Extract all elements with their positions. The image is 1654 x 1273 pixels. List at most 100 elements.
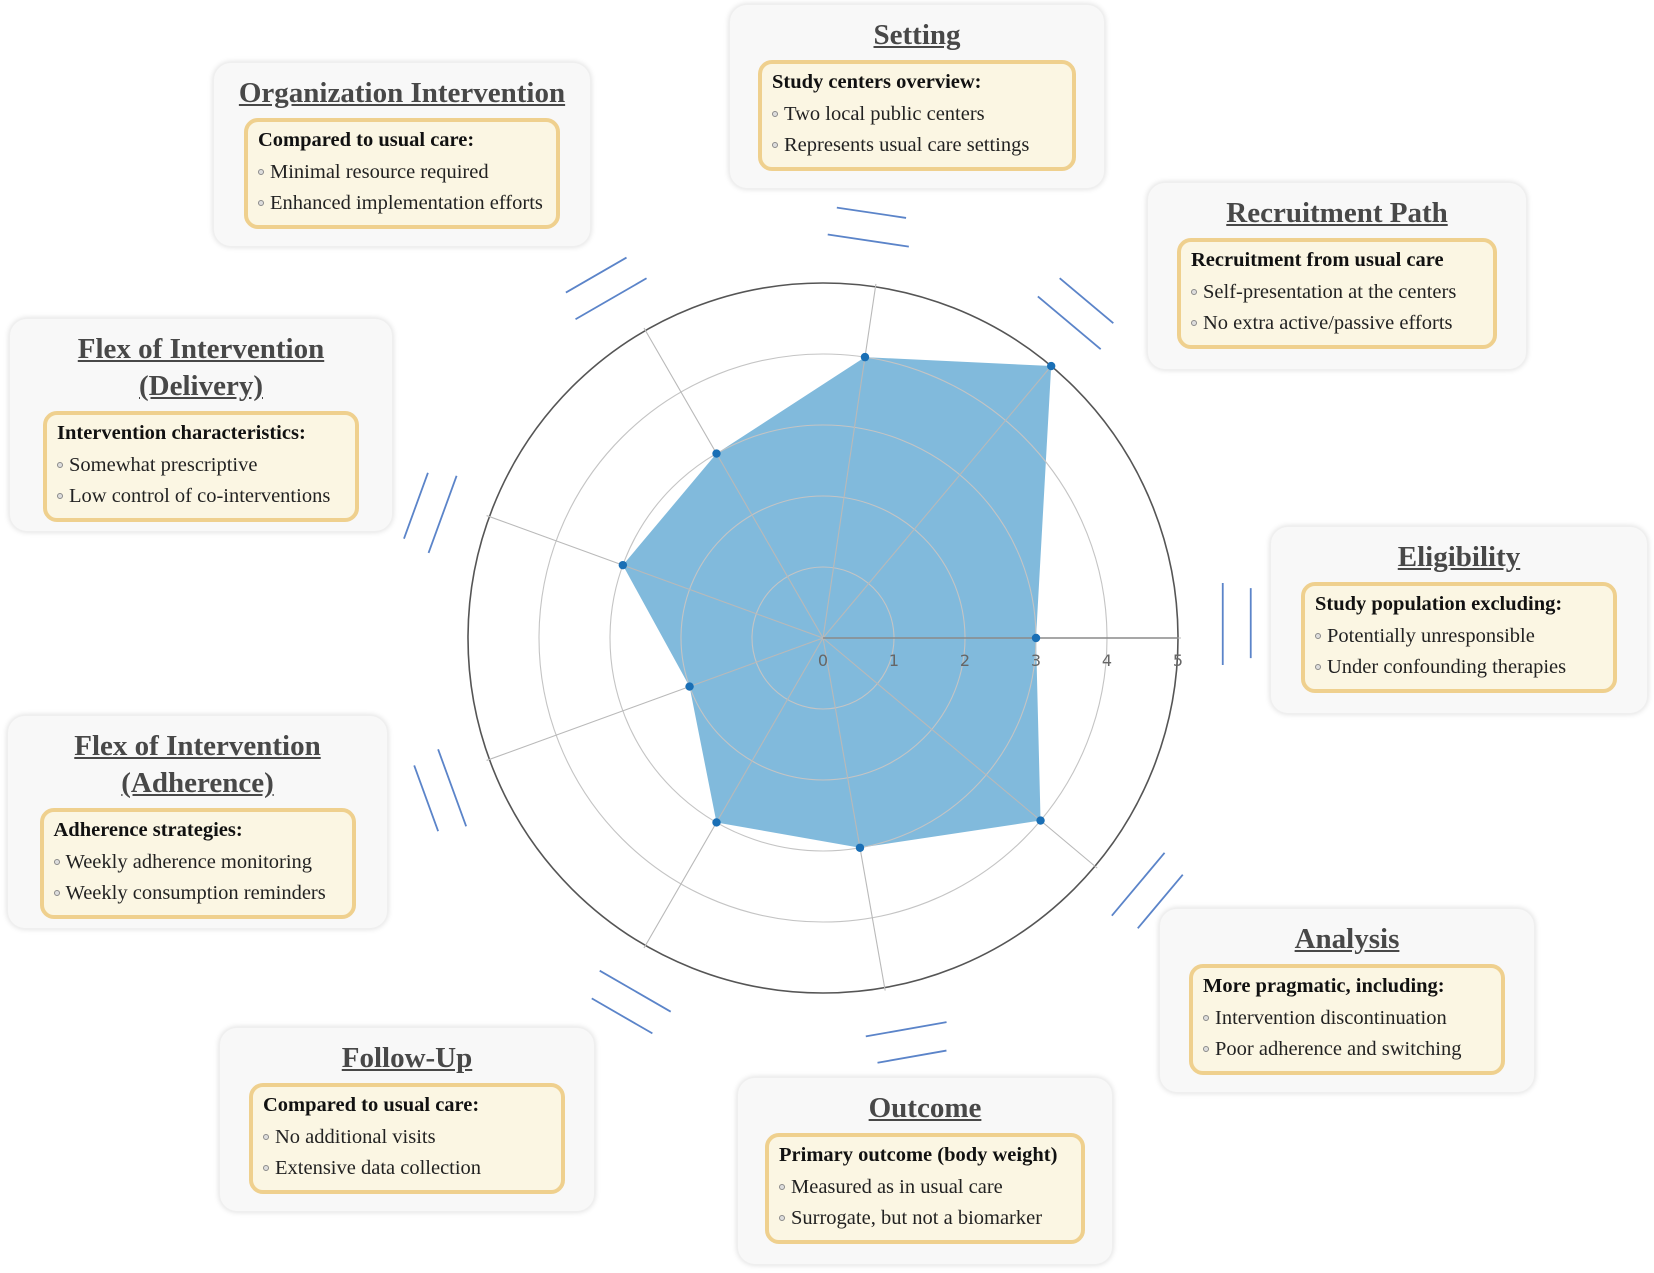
spoke-4 [822,637,886,991]
list-item: Represents usual care settings [772,130,1062,161]
list-item: Under confounding therapies [1315,652,1603,683]
accent-stroke-5-0 [599,969,672,1013]
data-area [622,357,1052,848]
accent-stroke-8-0 [575,277,647,321]
setting-header: Study centers overview: [772,71,982,93]
analysis-detail-box: More pragmatic, including: Intervention … [1189,964,1505,1075]
bullet-icon [1203,1046,1209,1053]
bullet-icon [1203,1015,1209,1022]
list-item: Extensive data collection [263,1153,551,1184]
data-point-1 [1046,361,1056,371]
adherence-card: Flex of Intervention(Adherence) Adherenc… [7,715,388,929]
tick-label-2: 2 [960,651,970,670]
data-point-4 [855,843,865,852]
bullet-icon [258,200,264,207]
spoke-1 [822,363,1054,639]
list-item: Somewhat prescriptive [57,450,345,481]
outcome-card: Outcome Primary outcome (body weight) Me… [737,1077,1113,1265]
list-item: Low control of co-interventions [57,481,345,512]
accent-stroke-8-1 [565,256,627,294]
bullet-icon [53,859,60,866]
data-point-0 [860,352,870,362]
analysis-title: Analysis [1294,923,1400,955]
eligibility-title: Eligibility [1397,541,1521,573]
tick-label-0: 0 [818,651,828,670]
adherence-title: Flex of Intervention(Adherence) [74,730,321,799]
setting-card: Setting Study centers overview: Two loca… [729,4,1105,189]
tick-label-1: 1 [889,651,899,670]
bullet-icon [258,169,264,176]
accent-stroke-7-0 [427,475,458,554]
list-item: No extra active/passive efforts [1191,308,1483,339]
list-item: Two local public centers [772,99,1062,130]
bullet-icon [57,462,63,469]
delivery-title: Flex of Intervention(Delivery) [77,333,325,402]
data-point-7 [618,560,628,570]
delivery-header: Intervention characteristics: [57,422,306,444]
followup-detail-box: Compared to usual care: No additional vi… [249,1083,565,1194]
outcome-title: Outcome [868,1092,982,1124]
accent-stroke-0-0 [827,233,909,248]
accent-stroke-3-0 [1111,852,1166,917]
bullet-icon [263,1134,269,1141]
data-point-5 [712,818,721,827]
followup-header: Compared to usual care: [263,1094,480,1116]
list-item: Intervention discontinuation [1203,1003,1491,1034]
organization-title: Organization Intervention [238,77,566,109]
bullet-icon [1191,320,1197,327]
list-item: Potentially unresponsible [1315,621,1603,652]
list-item: Weekly adherence monitoring [53,847,342,878]
tick-label-3: 3 [1031,651,1041,670]
recruitment-detail-box: Recruitment from usual care Self-present… [1177,238,1497,349]
bullet-icon [772,142,778,149]
bullet-icon [263,1165,269,1172]
bullet-icon [57,493,63,500]
accent-stroke-1-0 [1037,295,1102,350]
outcome-detail-box: Primary outcome (body weight) Measured a… [765,1133,1085,1244]
adherence-detail-box: Adherence strategies: Weekly adherence m… [39,808,356,919]
analysis-card: Analysis More pragmatic, including: Inte… [1159,908,1535,1093]
bullet-icon [779,1215,785,1222]
data-point-3 [1036,816,1045,825]
data-point-8 [712,449,721,458]
tick-label-4: 4 [1102,651,1112,670]
organization-card: Organization Intervention Compared to us… [213,62,591,247]
accent-stroke-6-0 [437,749,467,827]
setting-title: Setting [873,19,961,51]
data-point-2 [1031,633,1041,643]
accent-stroke-6-1 [413,765,439,832]
outcome-header: Primary outcome (body weight) [779,1144,1058,1166]
accent-stroke-4-0 [865,1021,947,1038]
followup-title: Follow-Up [341,1042,473,1074]
list-item: Self-presentation at the centers [1191,277,1483,308]
bullet-icon [53,890,60,897]
delivery-card: Flex of Intervention(Delivery) Intervent… [9,318,393,532]
recruitment-card: Recruitment Path Recruitment from usual … [1147,182,1527,370]
accent-stroke-1-1 [1059,277,1114,324]
accent-stroke-0-1 [836,206,907,219]
eligibility-card: Eligibility Study population excluding: … [1270,526,1648,714]
recruitment-header: Recruitment from usual care [1191,249,1444,271]
adherence-header: Adherence strategies: [53,819,243,841]
organization-header: Compared to usual care: [258,129,475,151]
spoke-5 [643,637,824,949]
spoke-6 [486,637,824,761]
followup-card: Follow-Up Compared to usual care: No add… [219,1027,595,1212]
bullet-icon [779,1184,785,1191]
bullet-icon [1191,289,1197,296]
accent-stroke-3-1 [1137,874,1184,929]
spoke-8 [643,327,824,639]
spoke-7 [486,515,824,639]
bullet-icon [772,111,778,118]
eligibility-header: Study population excluding: [1315,593,1563,615]
setting-detail-box: Study centers overview: Two local public… [758,60,1076,171]
accent-stroke-7-1 [403,472,429,539]
eligibility-detail-box: Study population excluding: Potentially … [1301,582,1617,693]
analysis-header: More pragmatic, including: [1203,975,1445,997]
accent-stroke-4-1 [877,1049,947,1064]
recruitment-title: Recruitment Path [1226,197,1448,229]
list-item: No additional visits [263,1122,551,1153]
list-item: Enhanced implementation efforts [258,188,546,219]
list-item: Weekly consumption reminders [53,878,342,909]
